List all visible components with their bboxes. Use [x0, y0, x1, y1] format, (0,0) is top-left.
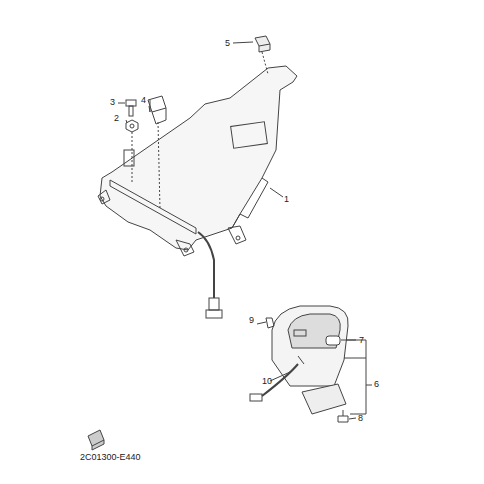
leader-line: [149, 100, 150, 112]
nut: [126, 120, 138, 132]
callout-number: 1: [284, 195, 289, 204]
callout-number: 10: [262, 377, 272, 386]
callout-number: 2: [114, 114, 119, 123]
mount-tab: [176, 240, 194, 256]
mount-hole: [184, 248, 188, 252]
mount-hole: [100, 197, 104, 201]
plate-flange: [232, 178, 268, 228]
plate-rail: [110, 180, 196, 234]
plate-outline: [100, 66, 297, 250]
callout-number: 3: [110, 98, 115, 107]
mount-tab: [228, 226, 246, 244]
bolt-head: [126, 100, 136, 106]
leader-line: [126, 120, 127, 123]
wire-connector: [250, 394, 262, 401]
callout-number: 8: [358, 414, 363, 423]
plate-cutout: [231, 122, 268, 149]
license-lens: [302, 384, 346, 414]
wire-connector: [209, 298, 219, 310]
nut-hole: [130, 124, 134, 128]
screw: [338, 410, 348, 422]
leader-line: [233, 42, 253, 43]
grommet: [266, 318, 274, 328]
leader-line: [349, 418, 356, 419]
bolt-shank: [129, 106, 133, 116]
center-line: [158, 122, 160, 210]
callout-number: 5: [225, 39, 230, 48]
leader-line: [257, 322, 266, 324]
leader-line: [270, 188, 283, 197]
taillight-housing: [272, 306, 348, 386]
callout-number: 4: [141, 96, 146, 105]
taillight-lens: [288, 314, 340, 348]
mount-hole: [236, 236, 240, 240]
leader-line: [270, 372, 290, 381]
wire: [198, 232, 214, 298]
leader-line: [118, 103, 125, 104]
mount-tab: [98, 190, 110, 204]
lens-mark: [294, 330, 306, 336]
callout-number: 7: [359, 336, 364, 345]
leader-line: [341, 340, 356, 341]
damper: [255, 36, 270, 52]
callout-number: 6: [374, 380, 379, 389]
wire: [262, 364, 298, 396]
center-line: [132, 132, 133, 182]
bulb: [326, 336, 340, 345]
callout-number: 9: [249, 316, 254, 325]
socket: [298, 356, 304, 364]
figure-code: 2C01300-E440: [80, 453, 141, 462]
wire-connector: [206, 310, 222, 318]
reference-icon: [88, 430, 104, 450]
clip: [148, 96, 166, 124]
bracket: [344, 340, 372, 414]
center-line: [262, 52, 268, 74]
